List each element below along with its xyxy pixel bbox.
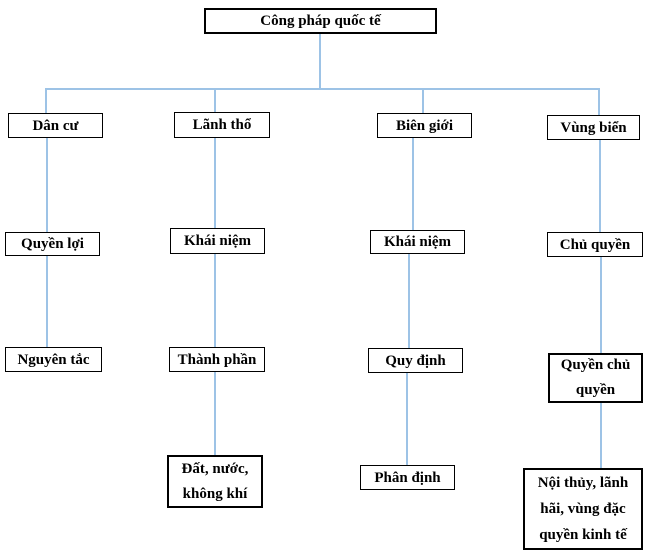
node-khai-niem-lanh-tho: Khái niệm <box>170 228 265 254</box>
connector-thanh-phan-dat-nuoc <box>214 372 216 455</box>
connector-rail <box>45 88 599 90</box>
node-thanh-phan: Thành phần <box>169 347 265 372</box>
connector-drop-bien-gioi <box>422 88 424 113</box>
node-quyen-loi: Quyền lợi <box>5 232 100 256</box>
node-quyen-chu-quyen: Quyền chủ quyền <box>548 353 643 403</box>
node-khai-niem-bien-gioi: Khái niệm <box>370 230 465 254</box>
connector-khai-niem-thanh-phan <box>214 254 216 347</box>
node-lanh-tho: Lãnh thổ <box>174 112 270 138</box>
connector-khai-niem-quy-dinh <box>408 254 410 348</box>
node-vung-bien: Vùng biển <box>547 115 640 140</box>
connector-drop-vung-bien <box>598 88 600 115</box>
connector-vung-bien-chu-quyen <box>599 140 601 232</box>
connector-bien-gioi-khai-niem <box>412 138 414 230</box>
node-phan-dinh: Phân định <box>360 465 455 490</box>
node-chu-quyen: Chủ quyền <box>547 232 643 257</box>
node-bien-gioi: Biên giới <box>377 113 472 138</box>
connector-quy-dinh-phan-dinh <box>406 373 408 465</box>
node-noi-thuy-lanh-hai: Nội thủy, lãnh hãi, vùng đặc quyền kinh … <box>523 468 643 550</box>
connector-chu-quyen-quyen-chu-quyen <box>600 257 602 353</box>
connector-quyen-chu-quyen-noi-thuy <box>600 403 602 468</box>
node-nguyen-tac: Nguyên tắc <box>5 347 102 372</box>
connector-drop-lanh-tho <box>214 88 216 112</box>
connector-dan-cu-quyen-loi <box>46 138 48 232</box>
connector-lanh-tho-khai-niem <box>214 138 216 228</box>
connector-quyen-loi-nguyen-tac <box>46 256 48 347</box>
connector-root-stem <box>319 34 321 89</box>
node-dat-nuoc-khong-khi: Đất, nước, không khí <box>167 455 263 508</box>
node-dan-cu: Dân cư <box>8 113 103 138</box>
node-quy-dinh: Quy định <box>368 348 463 373</box>
connector-drop-dan-cu <box>45 88 47 113</box>
node-cong-phap-quoc-te: Công pháp quốc tế <box>204 8 437 34</box>
